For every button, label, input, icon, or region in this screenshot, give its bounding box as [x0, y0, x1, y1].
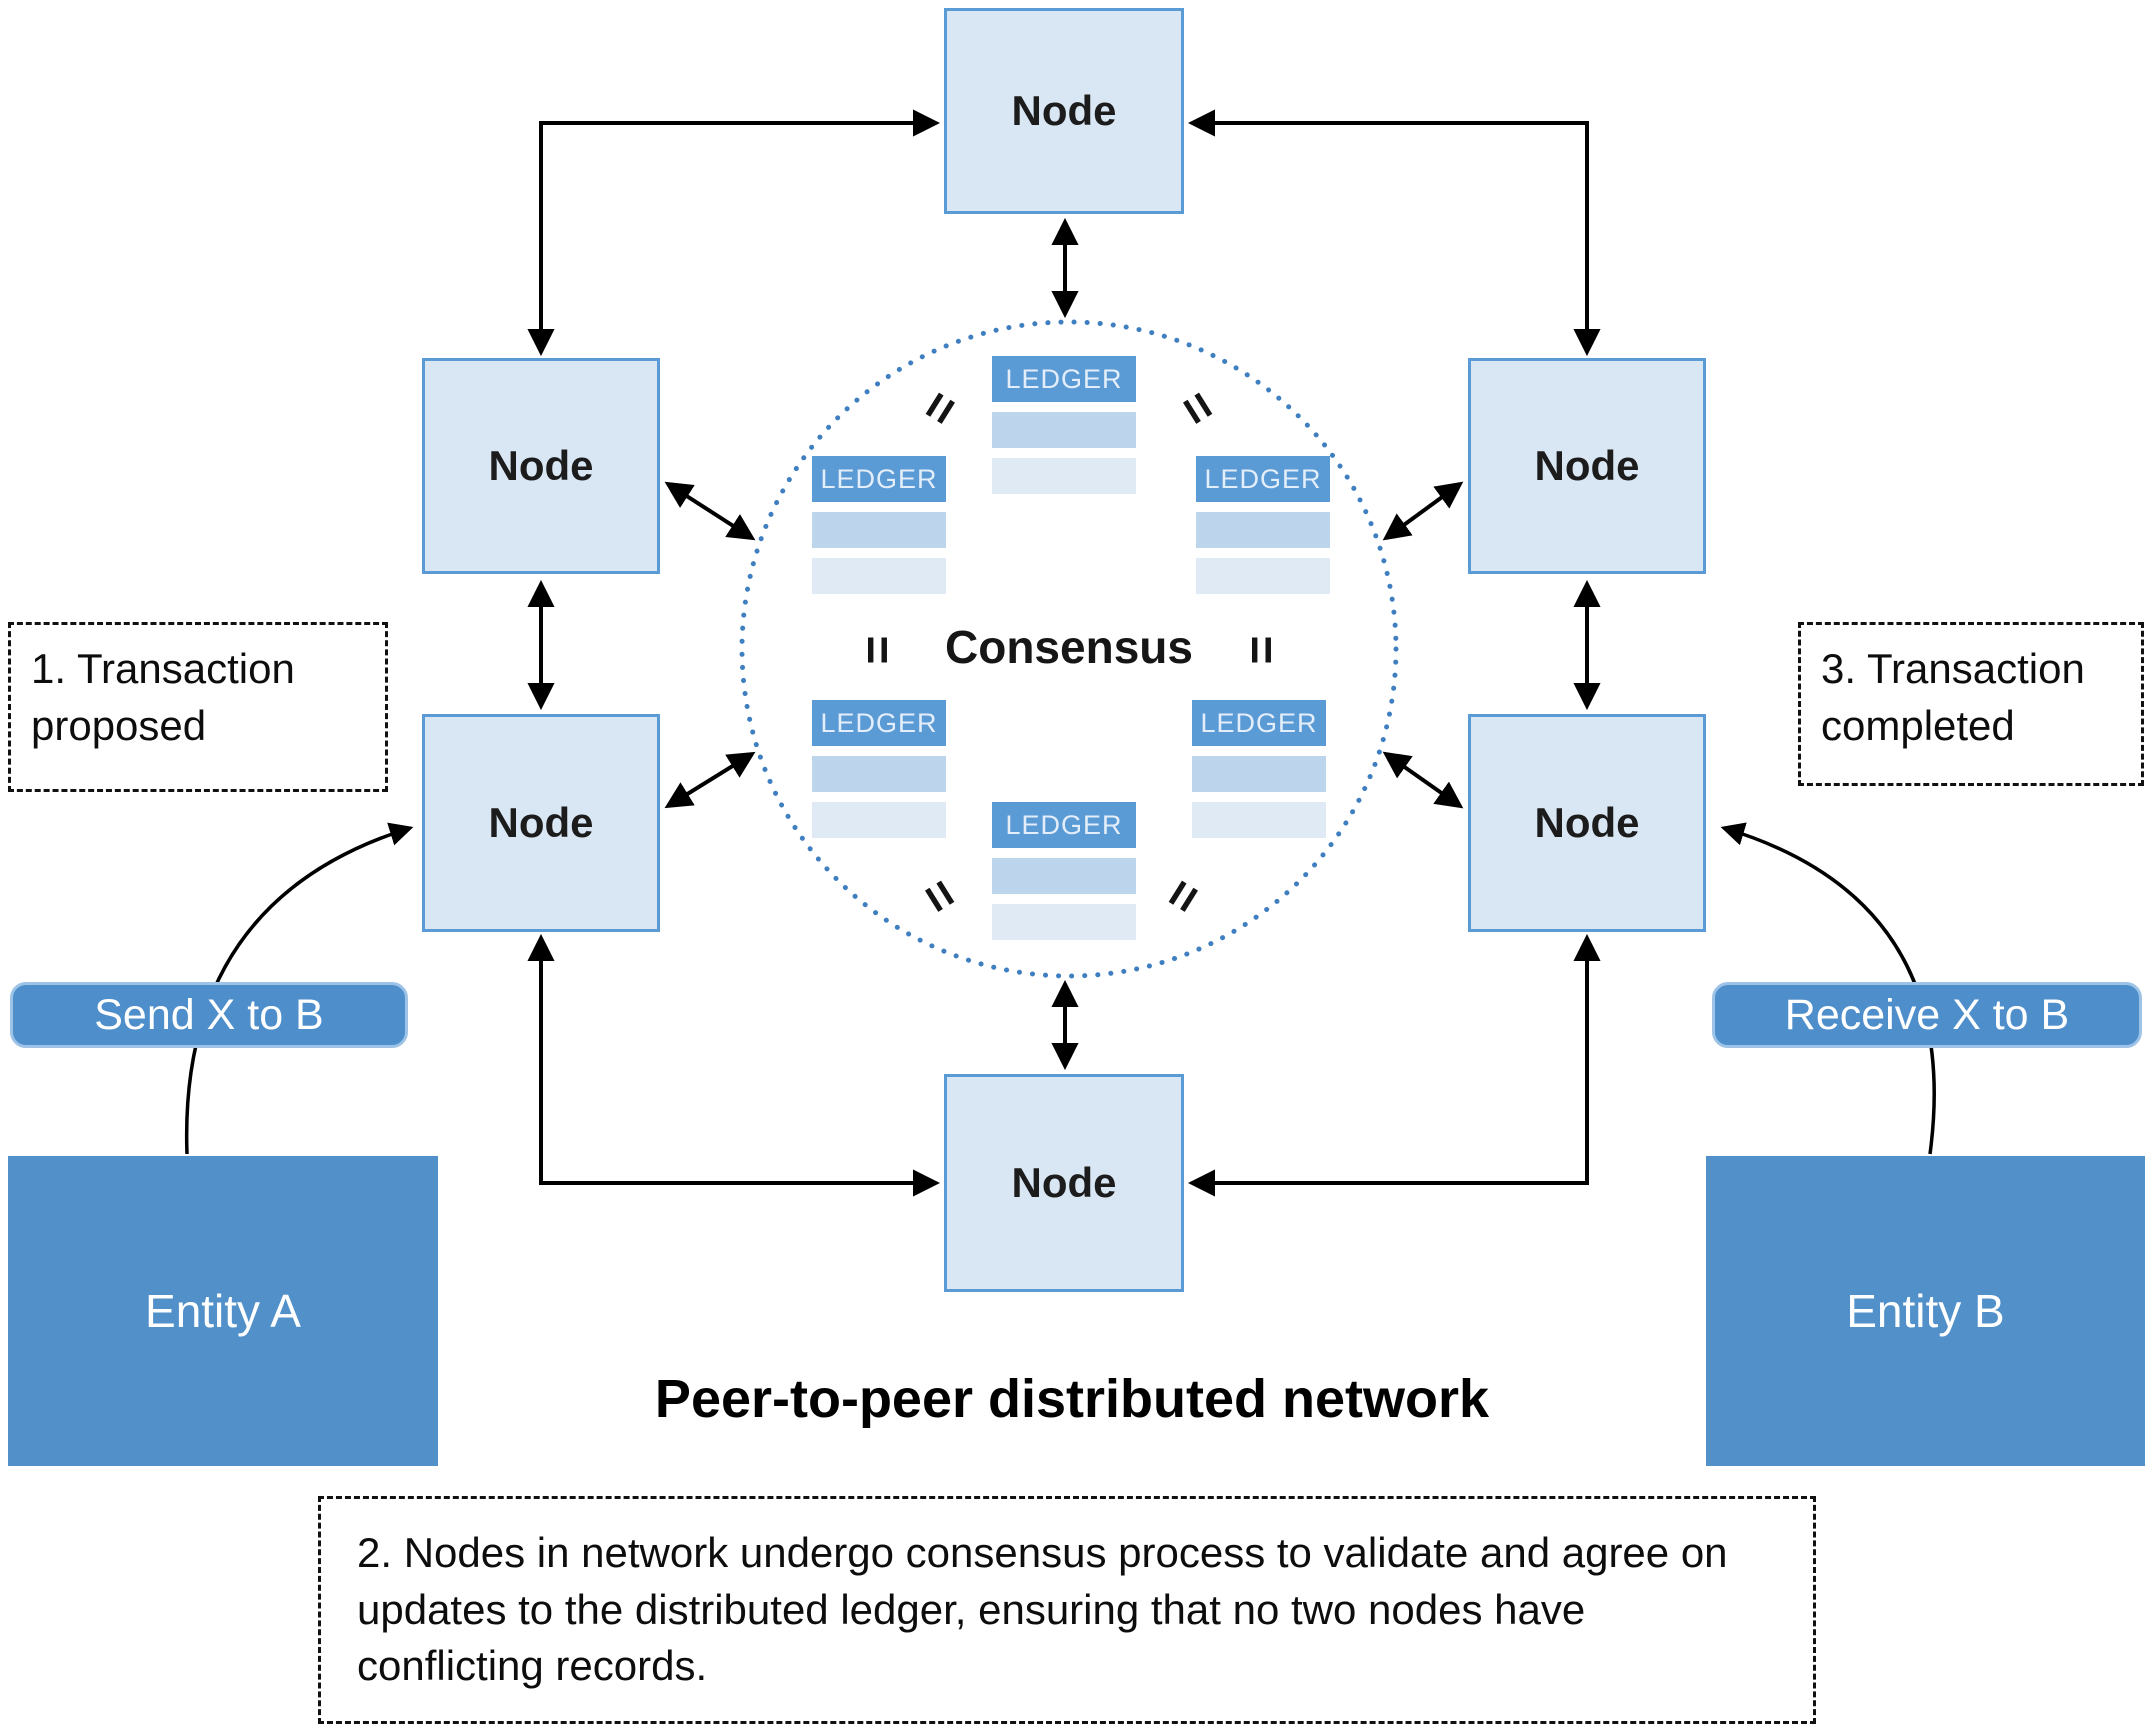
ledger-header: LEDGER — [812, 700, 946, 746]
arrow-entity-b-to-node — [1720, 822, 1936, 1155]
ledger-row — [992, 904, 1136, 940]
consensus-label: Consensus — [945, 621, 1193, 673]
arrow-entity-a-to-node — [184, 822, 414, 1155]
node-label: Node — [1011, 1159, 1117, 1206]
ledger-row — [1196, 512, 1330, 548]
node-label: Node — [488, 799, 594, 846]
equals-icon: = — [1234, 635, 1290, 665]
ledger-table-top: LEDGER — [992, 356, 1136, 504]
ledger-row — [812, 756, 946, 792]
ledger-table-lower-left: LEDGER — [812, 700, 946, 848]
node-label: Node — [1534, 799, 1640, 846]
callout-step3-text: 3. Transaction completed — [1821, 645, 2085, 749]
node-lower-right: Node — [1468, 714, 1706, 932]
diagram-title: Peer-to-peer distributed network — [654, 1369, 1490, 1429]
entity-b: Entity B — [1706, 1156, 2145, 1466]
ledger-row — [1192, 802, 1326, 838]
arrow-elbow-bottom-left — [527, 933, 941, 1197]
arrow-elbow-bottom-right — [1187, 933, 1601, 1197]
consensus-circle — [739, 319, 1399, 979]
ledger-row — [812, 512, 946, 548]
arrow-lowerright-diagonal — [1382, 751, 1464, 809]
callout-step2-text: 2. Nodes in network undergo consensus pr… — [357, 1529, 1728, 1690]
send-message-label: Send X to B — [94, 990, 324, 1039]
entity-a: Entity A — [8, 1156, 438, 1466]
ledger-table-right: LEDGER — [1196, 456, 1330, 604]
ledger-row — [812, 802, 946, 838]
node-upper-right: Node — [1468, 358, 1706, 574]
ledger-header: LEDGER — [992, 802, 1136, 848]
ledger-table-lower-right: LEDGER — [1192, 700, 1326, 848]
callout-step1-text: 1. Transaction proposed — [31, 645, 295, 749]
ledger-row — [992, 858, 1136, 894]
ledger-row — [1192, 756, 1326, 792]
arrow-elbow-top-right — [1187, 109, 1601, 357]
ledger-header: LEDGER — [992, 356, 1136, 402]
callout-step2: 2. Nodes in network undergo consensus pr… — [318, 1496, 1816, 1724]
node-lower-left: Node — [422, 714, 660, 932]
receive-message-pill: Receive X to B — [1712, 982, 2142, 1048]
ledger-table-left: LEDGER — [812, 456, 946, 604]
ledger-header: LEDGER — [1196, 456, 1330, 502]
ledger-header: LEDGER — [1192, 700, 1326, 746]
arrow-upperleft-diagonal — [664, 481, 756, 541]
node-bottom: Node — [944, 1074, 1184, 1292]
callout-step3: 3. Transaction completed — [1798, 622, 2144, 786]
send-message-pill: Send X to B — [10, 982, 408, 1048]
ledger-row — [812, 558, 946, 594]
receive-message-label: Receive X to B — [1784, 990, 2070, 1039]
ledger-row — [992, 412, 1136, 448]
arrow-elbow-top-left — [527, 109, 941, 357]
node-label: Node — [1011, 87, 1117, 134]
ledger-header: LEDGER — [812, 456, 946, 502]
arrow-upperright-diagonal — [1382, 481, 1464, 541]
node-upper-left: Node — [422, 358, 660, 574]
entity-b-label: Entity B — [1846, 1285, 2005, 1337]
ledger-row — [1196, 558, 1330, 594]
equals-icon: = — [850, 635, 906, 665]
node-label: Node — [488, 442, 594, 489]
node-label: Node — [1534, 442, 1640, 489]
entity-a-label: Entity A — [145, 1285, 301, 1337]
ledger-table-bottom: LEDGER — [992, 802, 1136, 950]
callout-step1: 1. Transaction proposed — [8, 622, 388, 792]
ledger-row — [992, 458, 1136, 494]
node-top: Node — [944, 8, 1184, 214]
arrow-lowerleft-diagonal — [664, 751, 756, 809]
